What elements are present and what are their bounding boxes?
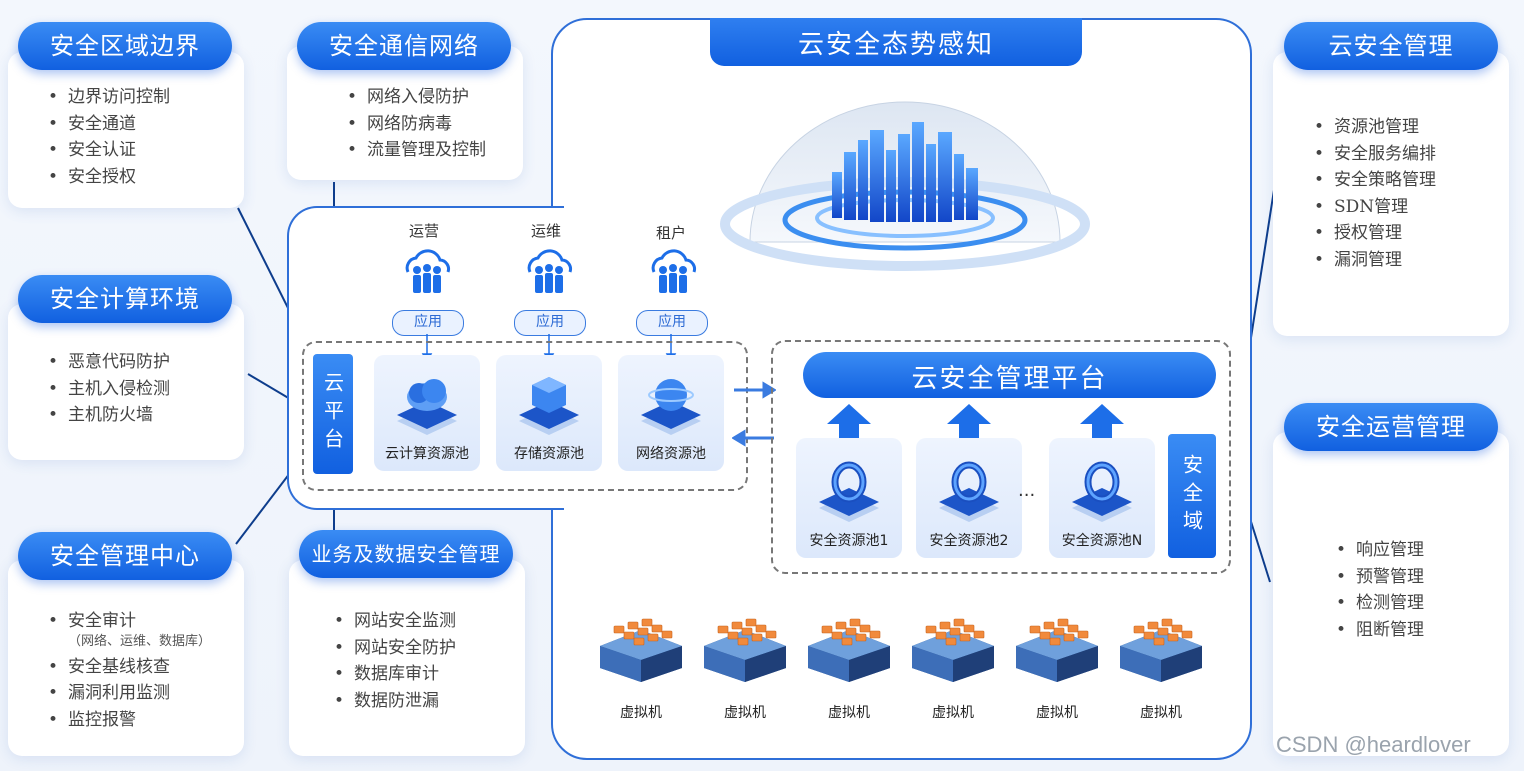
cloud-platform-bar: 云平台 (313, 354, 353, 474)
list-item: 恶意代码防护 (48, 349, 170, 376)
heading-mgmt-center: 安全管理中心 (18, 532, 232, 580)
list-item: 安全服务编排 (1314, 141, 1436, 168)
mgmt-platform-label: 云安全管理平台 (911, 364, 1108, 394)
list-item: 安全认证 (48, 137, 170, 164)
security-pool-tile: 安全资源池N (1049, 438, 1155, 558)
security-mgmt-group (771, 340, 1231, 574)
storage-pool-tile: 存储资源池 (496, 355, 602, 471)
server-icon (808, 618, 890, 682)
heading-cloud-security-mgmt: 云安全管理 (1284, 22, 1498, 70)
network-globe-icon (641, 379, 701, 435)
pool-label: 存储资源池 (514, 446, 584, 462)
watermark: CSDN @heardlover (1276, 732, 1471, 757)
list-item: 检测管理 (1336, 590, 1424, 617)
audit-sub-label: （网络、运维、数据库） (68, 633, 212, 649)
vm-label: 虚拟机 (1036, 705, 1078, 721)
list-item: 网络入侵防护 (347, 84, 486, 111)
list-item: 授权管理 (1314, 220, 1436, 247)
security-domain-bar: 安全域 (1168, 434, 1216, 558)
mgmt-platform-bar (803, 352, 1216, 398)
vm-label: 虚拟机 (828, 705, 870, 721)
security-pool-tile: 安全资源池1 (796, 438, 902, 558)
security-ring-icon (939, 461, 999, 522)
list-item: 数据防泄漏 (334, 688, 456, 715)
list-comm-network: 网络入侵防护 网络防病毒 流量管理及控制 (347, 84, 486, 164)
resource-pool-group (302, 341, 748, 491)
ellipsis: ... (1018, 480, 1036, 501)
heading-security-ops: 安全运营管理 (1284, 403, 1498, 451)
list-item: 安全通道 (48, 111, 170, 138)
bidirectional-arrows (732, 381, 776, 447)
role-tenant: 租户 (655, 224, 686, 242)
user-cloud-icon (651, 249, 696, 293)
heading-compute-env: 安全计算环境 (18, 275, 232, 323)
role-maintenance: 运维 (530, 222, 561, 240)
security-ring-icon (1072, 461, 1132, 522)
list-item: 数据库审计 (334, 661, 456, 688)
list-item: 网络防病毒 (347, 111, 486, 138)
network-pool-tile: 网络资源池 (618, 355, 724, 471)
list-item: SDN管理 (1314, 194, 1436, 221)
server-icon (704, 618, 786, 682)
vm-label: 虚拟机 (724, 705, 766, 721)
security-pool-tile: 安全资源池2 (916, 438, 1022, 558)
app-badge: 应用 (636, 310, 708, 336)
server-icon (1120, 618, 1202, 682)
app-badge: 应用 (392, 310, 464, 336)
list-security-ops: 响应管理 预警管理 检测管理 阻断管理 (1336, 537, 1424, 643)
vm-label: 虚拟机 (620, 705, 662, 721)
vm-label: 虚拟机 (932, 705, 974, 721)
cloud-compute-icon (397, 379, 457, 435)
server-icon (1016, 618, 1098, 682)
up-arrow-icon (947, 404, 991, 444)
list-item: 监控报警 (48, 707, 211, 734)
vm-label: 虚拟机 (1140, 705, 1182, 721)
role-operation: 运营 (408, 222, 439, 240)
list-item: 边界访问控制 (48, 84, 170, 111)
list-mgmt-center: 安全审计 （网络、运维、数据库） 安全基线核查 漏洞利用监测 监控报警 (48, 608, 211, 733)
heading-biz-data: 业务及数据安全管理 (299, 530, 513, 578)
list-item: 阻断管理 (1336, 617, 1424, 644)
list-item: 网站安全监测 (334, 608, 456, 635)
server-icon (912, 618, 994, 682)
list-item: 流量管理及控制 (347, 137, 486, 164)
storage-cube-icon (519, 377, 579, 435)
list-item: 安全审计 (48, 608, 211, 635)
heading-security-boundary: 安全区域边界 (18, 22, 232, 70)
heading-comm-network: 安全通信网络 (297, 22, 511, 70)
server-icon (600, 618, 682, 682)
list-item: 安全授权 (48, 164, 170, 191)
list-biz-data: 网站安全监测 网站安全防护 数据库审计 数据防泄漏 (334, 608, 456, 714)
up-arrow-icon (1080, 404, 1124, 444)
list-item: 安全策略管理 (1314, 167, 1436, 194)
pool-label: 网络资源池 (636, 446, 706, 462)
pool-label: 安全资源池1 (809, 533, 889, 549)
app-badge: 应用 (514, 310, 586, 336)
page-title: 云安全态势感知 (797, 30, 994, 60)
list-item: 安全基线核查 (48, 654, 211, 681)
list-cloud-security-mgmt: 资源池管理 安全服务编排 安全策略管理 SDN管理 授权管理 漏洞管理 (1314, 114, 1436, 273)
list-item: 漏洞管理 (1314, 247, 1436, 274)
list-item: 网站安全防护 (334, 635, 456, 662)
list-item: 主机防火墙 (48, 402, 170, 429)
user-cloud-icon (405, 249, 450, 293)
security-ring-icon (819, 461, 879, 522)
compute-pool-tile: 云计算资源池 (374, 355, 480, 471)
list-item: 资源池管理 (1314, 114, 1436, 141)
title-tab (710, 18, 1082, 66)
list-item: 主机入侵检测 (48, 376, 170, 403)
list-item: 预警管理 (1336, 564, 1424, 591)
list-security-boundary: 边界访问控制 安全通道 安全认证 安全授权 (48, 84, 170, 190)
pool-label: 安全资源池N (1061, 533, 1143, 549)
pool-label: 云计算资源池 (385, 446, 469, 462)
pool-label: 安全资源池2 (929, 533, 1009, 549)
up-arrow-icon (827, 404, 871, 444)
city-dome-illustration (720, 101, 1090, 271)
list-item: 漏洞利用监测 (48, 680, 211, 707)
list-compute-env: 恶意代码防护 主机入侵检测 主机防火墙 (48, 349, 170, 429)
user-cloud-icon (527, 249, 572, 293)
list-item: 响应管理 (1336, 537, 1424, 564)
